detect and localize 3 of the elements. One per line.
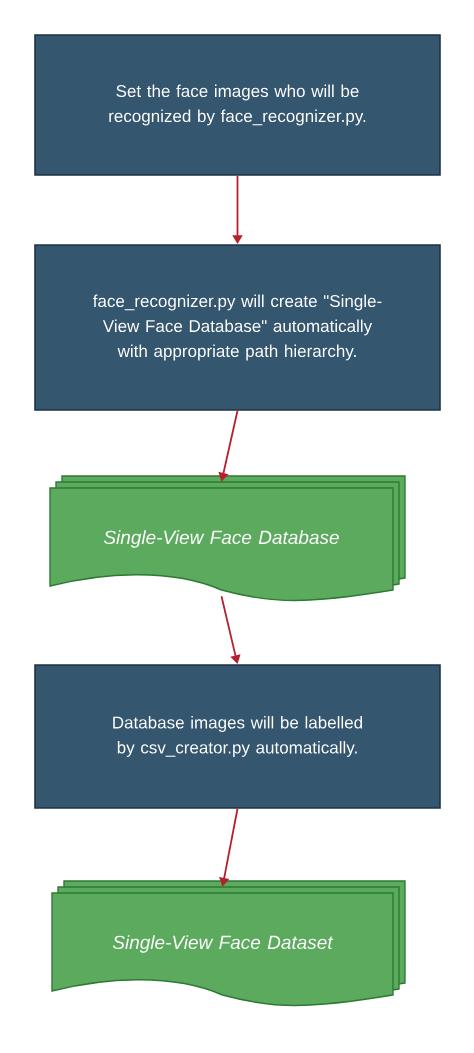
process-box: Set the face images who will be recognized by face_recognizer.py. bbox=[34, 34, 441, 176]
process-box: face_recognizer.py will create "Single-View Face Database" automatically with appropriate path hierarchy. bbox=[34, 244, 441, 411]
process-box: Database images will be labelled by csv_creator.py automatically. bbox=[34, 664, 441, 809]
